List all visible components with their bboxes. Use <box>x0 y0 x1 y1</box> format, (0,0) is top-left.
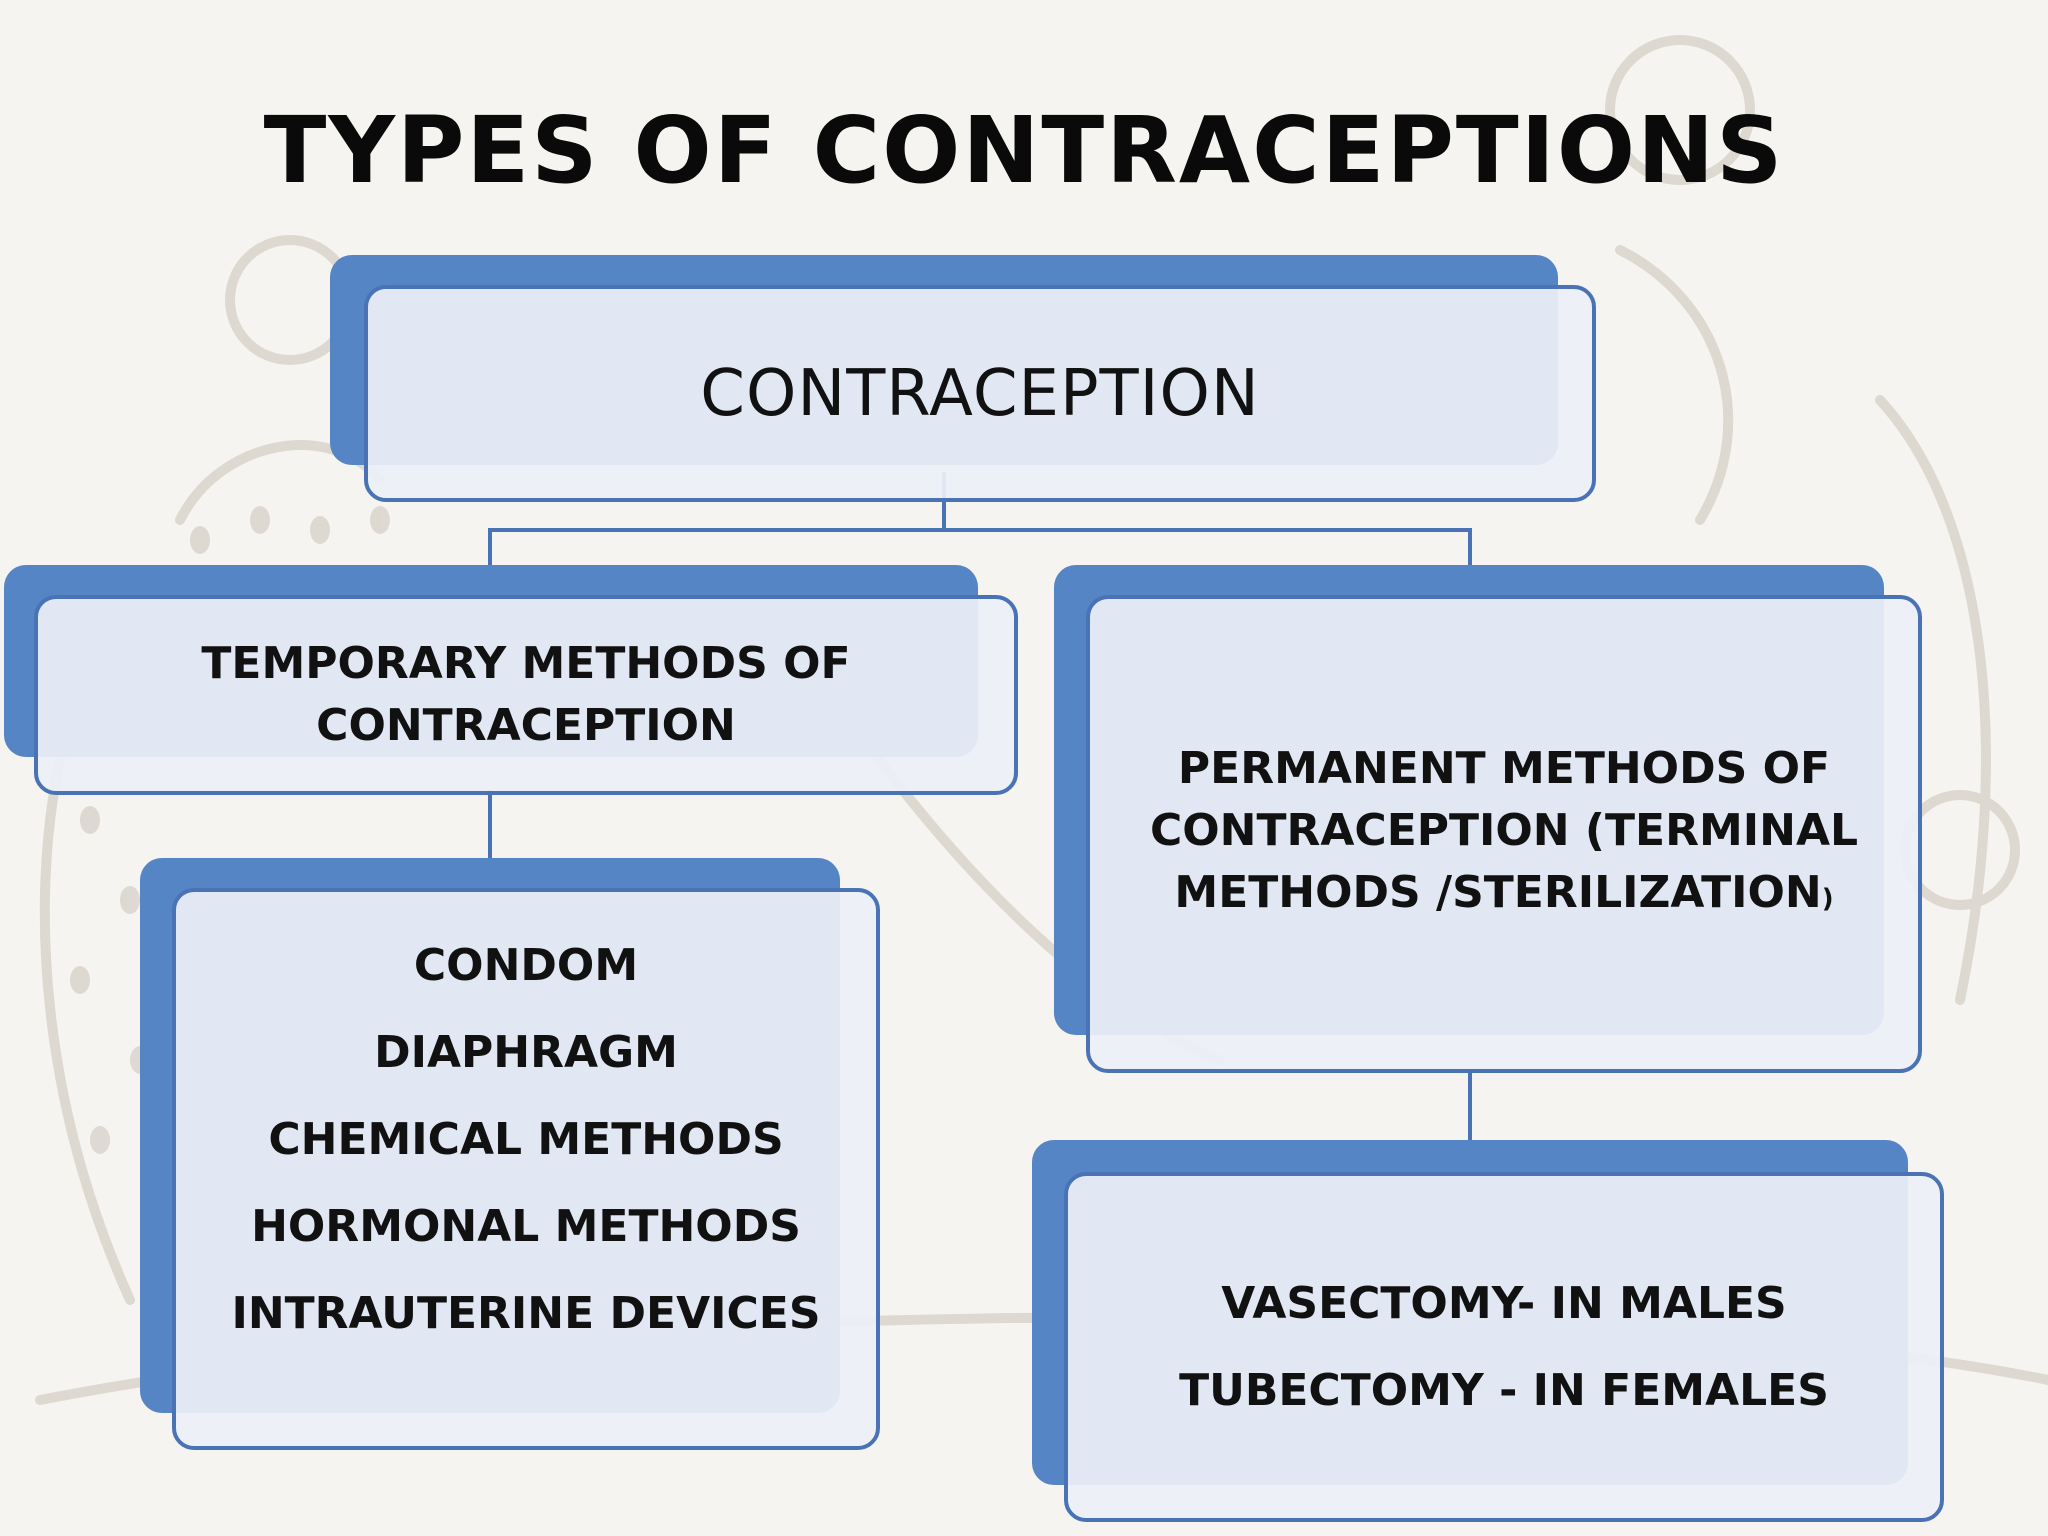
permanent-label-line3-text: METHODS /STERILIZATION <box>1174 867 1822 918</box>
permanent-label-paren: ) <box>1821 884 1834 914</box>
connector-temporary-to-list <box>488 790 492 870</box>
list-item-hormonal-methods: HORMONAL METHODS <box>251 1200 801 1252</box>
list-item-vasectomy: VASECTOMY- IN MALES <box>1221 1278 1787 1329</box>
root-node-label: CONTRACEPTION <box>700 356 1260 431</box>
list-item-diaphragm: DIAPHRAGM <box>374 1026 678 1078</box>
connector-root-down <box>942 472 946 532</box>
temporary-label-line2: CONTRACEPTION <box>316 700 736 751</box>
permanent-label-line3: METHODS /STERILIZATION) <box>1174 862 1833 930</box>
list-item-tubectomy: TUBECTOMY - IN FEMALES <box>1179 1365 1829 1416</box>
permanent-label-line1: PERMANENT METHODS OF <box>1177 743 1831 794</box>
connector-to-permanent <box>1468 528 1472 598</box>
connector-horizontal <box>488 528 1472 532</box>
temporary-label-line1: TEMPORARY METHODS OF <box>201 638 851 689</box>
connector-permanent-to-list <box>1468 1070 1472 1140</box>
list-item-condom: CONDOM <box>413 939 639 991</box>
list-item-chemical-methods: CHEMICAL METHODS <box>268 1113 784 1165</box>
list-item-intrauterine-devices: INTRAUTERINE DEVICES <box>231 1287 821 1339</box>
connector-to-temporary <box>488 528 492 598</box>
page-title: TYPES OF CONTRACEPTIONS <box>263 97 1785 204</box>
permanent-label-line2: CONTRACEPTION (TERMINAL <box>1149 805 1859 856</box>
